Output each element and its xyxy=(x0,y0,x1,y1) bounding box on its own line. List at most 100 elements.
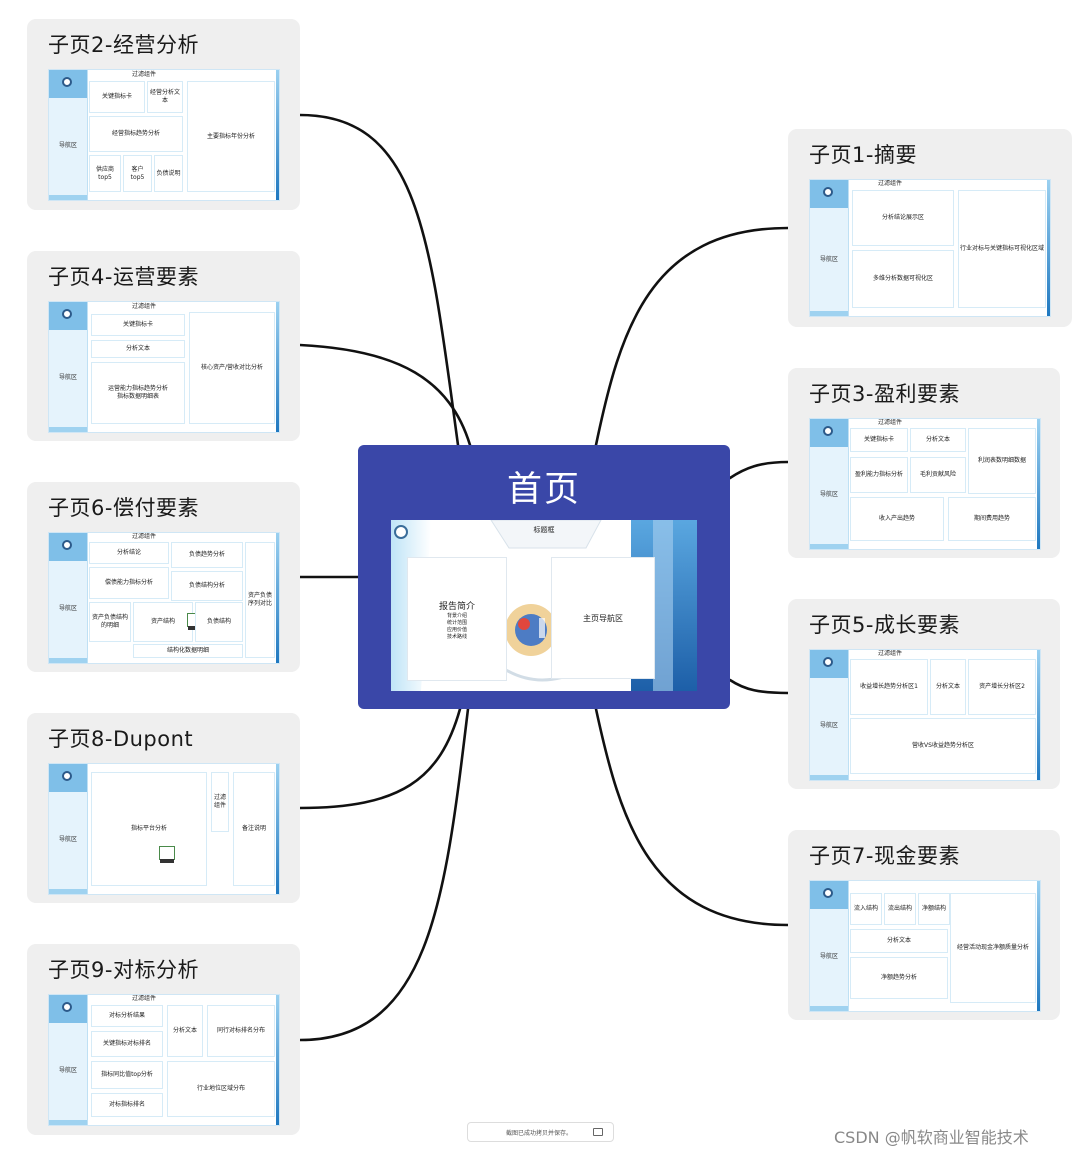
card-title: 子页9-对标分析 xyxy=(48,958,199,982)
card-title: 子页3-盈利要素 xyxy=(809,382,960,406)
analysis-text: 经营分析文本 xyxy=(147,81,183,113)
card-title: 子页4-运营要素 xyxy=(48,265,199,289)
home-node[interactable]: 首页 标题框 报告简介 背景介绍 xyxy=(358,445,730,709)
watermark: CSDN @帆软商业智能技术 xyxy=(834,1128,1029,1147)
report-line: 统计范围 xyxy=(446,619,467,626)
home-nav-label: 主页导航区 xyxy=(583,613,623,623)
card-p1[interactable]: 子页1-摘要 导航区 过滤组件 分析结论展示区 多维分析数据可视化区 行业对标与… xyxy=(788,129,1072,327)
top-analysis: 指标同比值top分析 xyxy=(91,1061,163,1089)
debt-note: 负债说明 xyxy=(154,155,183,192)
outflow-structure: 流出结构 xyxy=(884,893,916,925)
structured-detail: 结构化数据明细 xyxy=(133,644,243,658)
report-line: 技术路线 xyxy=(446,633,467,640)
kpi-card: 关键指标卡 xyxy=(91,314,185,336)
supplier-top5: 供应商top5 xyxy=(89,155,121,192)
home-thumbnail: 标题框 报告简介 背景介绍 统计范围 应用价值 技术路线 主页导航区 xyxy=(391,520,697,691)
filter-widget: 过滤组件 xyxy=(855,650,925,658)
nav-label: 导航区 xyxy=(819,256,838,263)
analysis-text: 分析文本 xyxy=(910,428,966,452)
core-chart: 核心资产/营收对比分析 xyxy=(189,312,275,424)
home-nav-area: 主页导航区 xyxy=(551,557,655,679)
card-p8[interactable]: 子页8-Dupont 导航区 指标平台分析 过滤组件 备注说明 xyxy=(27,713,300,903)
peer-rank: 同行对标排名分布 xyxy=(207,1005,275,1057)
status-toast: 截图已成功拷贝并保存。 xyxy=(467,1122,614,1142)
card-p4[interactable]: 子页4-运营要素 导航区 过滤组件 关键指标卡 分析文本 运营能力指标趋势分析指… xyxy=(27,251,300,441)
card-p6[interactable]: 子页6-偿付要素 导航区 过滤组件 分析结论 负债趋势分析 偿债能力指标分析 负… xyxy=(27,482,300,672)
nav-label: 导航区 xyxy=(58,1067,77,1074)
filter-widget: 过滤组件 xyxy=(94,533,194,541)
home-title: 首页 xyxy=(506,470,581,510)
multi-dim-area: 多维分析数据可视化区 xyxy=(852,250,954,308)
page-thumbnail: 导航区 过滤组件 分析结论 负债趋势分析 偿债能力指标分析 负债结构分析 资产负… xyxy=(48,532,280,664)
page-thumbnail: 导航区 过滤组件 关键指标卡 分析文本 利润表数明细数据 盈利能力指标分析 毛利… xyxy=(809,418,1041,550)
margin-risk: 毛利贡献风险 xyxy=(910,457,966,493)
solvency-chart: 偿债能力指标分析 xyxy=(89,567,169,599)
link-p5 xyxy=(728,678,790,695)
card-p5[interactable]: 子页5-成长要素 导航区 过滤组件 收益增长趋势分析区1 分析文本 资产增长分析… xyxy=(788,599,1060,789)
logo-icon xyxy=(810,881,848,909)
filter-widget: 过滤组件 xyxy=(94,995,194,1003)
debt-structure: 负债结构分析 xyxy=(171,571,243,601)
industry-region: 行业地位区域分布 xyxy=(167,1061,275,1117)
logo-icon xyxy=(49,70,87,98)
card-title: 子页8-Dupont xyxy=(48,727,194,751)
report-line: 应用价值 xyxy=(446,626,467,633)
card-title: 子页5-成长要素 xyxy=(809,613,960,637)
link-p8 xyxy=(298,707,462,810)
nav-label: 导航区 xyxy=(58,142,77,149)
analysis-text: 分析文本 xyxy=(930,659,966,715)
page-thumbnail: 导航区 过滤组件 对标分析结果 分析文本 同行对标排名分布 关键指标对标排名 指… xyxy=(48,994,280,1126)
page-thumbnail: 导航区 过滤组件 关键指标卡 分析文本 运营能力指标趋势分析指标数据明细表 核心… xyxy=(48,301,280,433)
folder-icon[interactable] xyxy=(593,1128,603,1136)
filter-widget: 过滤组件 xyxy=(855,419,925,427)
card-p3[interactable]: 子页3-盈利要素 导航区 过滤组件 关键指标卡 分析文本 利润表数明细数据 盈利… xyxy=(788,368,1060,558)
header-label: 标题框 xyxy=(533,526,555,535)
net-trend: 净额趋势分析 xyxy=(850,957,948,999)
page-thumbnail: 导航区 过滤组件 关键指标卡 经营分析文本 经营指标趋势分析 主要指标年份分析 … xyxy=(48,69,280,201)
inflow-structure: 流入结构 xyxy=(850,893,882,925)
dupont-tree: 指标平台分析 xyxy=(91,772,207,886)
link-p3 xyxy=(728,460,790,480)
page-thumbnail: 导航区 流入结构 流出结构 净额结构 分析文本 净额趋势分析 经营活动现金净额质… xyxy=(809,880,1041,1012)
kpi-card: 关键指标卡 xyxy=(89,81,145,113)
revenue-growth-1: 收益增长趋势分析区1 xyxy=(850,659,928,715)
analysis-text: 分析文本 xyxy=(850,929,948,953)
logo-icon xyxy=(810,419,848,447)
trend-chart: 经营指标趋势分析 xyxy=(89,116,183,152)
asset-growth-2: 资产增长分析区2 xyxy=(968,659,1036,715)
trend-detail: 运营能力指标趋势分析指标数据明细表 xyxy=(91,362,185,424)
link-p7 xyxy=(594,707,790,927)
card-title: 子页7-现金要素 xyxy=(809,844,960,868)
logo-icon xyxy=(49,764,87,792)
logo-icon xyxy=(810,180,848,208)
page-thumbnail: 导航区 过滤组件 收益增长趋势分析区1 分析文本 资产增长分析区2 营收VS收益… xyxy=(809,649,1041,781)
report-line: 背景介绍 xyxy=(446,612,467,619)
logo-icon xyxy=(49,302,87,330)
nav-label: 导航区 xyxy=(58,605,77,612)
kpi-rank: 关键指标对标排名 xyxy=(91,1031,163,1057)
link-p2 xyxy=(298,113,460,447)
link-p4 xyxy=(298,343,472,447)
debt-structure-2: 负债结构 xyxy=(195,602,243,642)
link-p9 xyxy=(298,707,470,1042)
report-intro: 报告简介 背景介绍 统计范围 应用价值 技术路线 xyxy=(407,557,507,681)
card-title: 子页1-摘要 xyxy=(809,143,917,167)
filter-widget: 过滤组件 xyxy=(94,302,194,312)
remark-note: 备注说明 xyxy=(233,772,275,886)
benchmark-result: 对标分析结果 xyxy=(91,1005,163,1027)
conclusion-area: 分析结论展示区 xyxy=(852,190,954,246)
card-p9[interactable]: 子页9-对标分析 导航区 过滤组件 对标分析结果 分析文本 同行对标排名分布 关… xyxy=(27,944,300,1135)
page-thumbnail: 导航区 过滤组件 分析结论展示区 多维分析数据可视化区 行业对标与关键指标可视化… xyxy=(809,179,1051,317)
filter-widget: 过滤组件 xyxy=(94,70,194,80)
expense-trend: 期间费用趋势 xyxy=(948,497,1036,541)
kpi-card: 关键指标卡 xyxy=(850,428,908,452)
card-p2[interactable]: 子页2-经营分析 导航区 过滤组件 关键指标卡 经营分析文本 经营指标趋势分析 … xyxy=(27,19,300,210)
logo-icon xyxy=(810,650,848,678)
income-trend: 收入产出趋势 xyxy=(850,497,944,541)
ops-cash-quality: 经营活动现金净额质量分析 xyxy=(950,893,1036,1003)
benchmark-rank: 对标指标排名 xyxy=(91,1093,163,1117)
industry-area: 行业对标与关键指标可视化区域 xyxy=(958,190,1046,308)
card-p7[interactable]: 子页7-现金要素 导航区 流入结构 流出结构 净额结构 分析文本 净额趋势分析 … xyxy=(788,830,1060,1020)
filter-widget: 过滤组件 xyxy=(855,180,925,188)
